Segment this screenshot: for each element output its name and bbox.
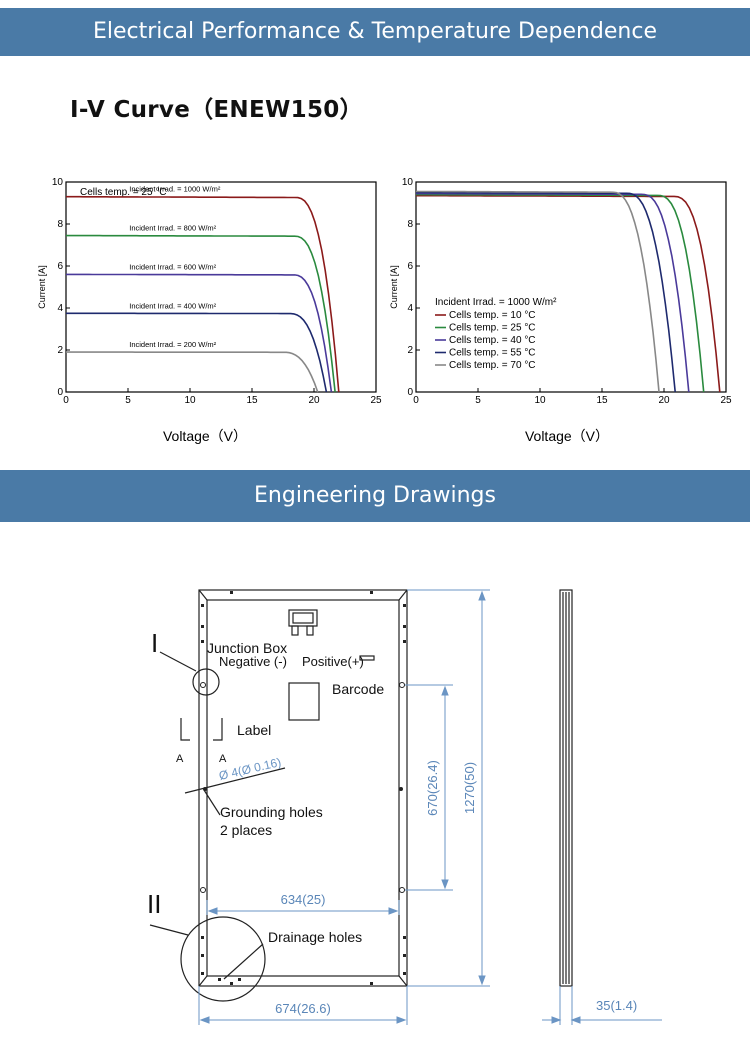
chart1-frame (65, 181, 377, 393)
chart1-xlabel: Voltage（V） (163, 428, 247, 444)
x-tick-label: 15 (246, 395, 258, 406)
series-line (66, 234, 336, 393)
x-tick-label: 20 (308, 395, 320, 406)
chart2-frame (415, 181, 727, 393)
performance-banner: Electrical Performance & Temperature Dep… (0, 8, 750, 56)
legend-entry: Cells temp. = 70 °C (449, 360, 536, 371)
legend-entry: Cells temp. = 55 °C (449, 348, 536, 359)
junction-box-label: Junction Box (207, 640, 287, 656)
iv-curve-title: I-V Curve（ENEW150） (70, 97, 363, 123)
section-a-right: A (219, 753, 227, 765)
grounding-label-1: Grounding holes (220, 804, 323, 820)
drainage-label: Drainage holes (268, 929, 362, 945)
y-tick-label: 6 (57, 261, 63, 272)
legend-entry: Cells temp. = 10 °C (449, 310, 536, 321)
chart2-ylabel: Current [A] (389, 265, 399, 309)
temperature-iv-chart: Current [A] Voltage（V） Incident Irrad. =… (389, 177, 732, 444)
panel-outer-frame (198, 589, 408, 987)
series-line (66, 195, 340, 393)
hole-dimension: Ø 4(Ø 0.16) (218, 755, 283, 783)
y-tick-label: 8 (407, 219, 413, 230)
chart1-ylabel: Current [A] (37, 265, 47, 309)
series-line (416, 193, 705, 393)
series-line (416, 194, 721, 393)
x-tick-label: 5 (125, 395, 131, 406)
detail-circle-2 (180, 916, 266, 1002)
series-line (66, 273, 333, 393)
drawings-banner-title: Engineering Drawings (254, 483, 496, 508)
mount-hole (399, 682, 405, 688)
chart2-xlabel: Voltage（V） (525, 428, 609, 444)
y-tick-label: 6 (407, 261, 413, 272)
dim-length: 1270(50) (462, 762, 477, 814)
y-tick-label: 0 (57, 387, 63, 398)
grounding-label-2: 2 places (220, 822, 272, 838)
section-a-left: A (176, 753, 184, 765)
series-label: Incident Irrad. = 200 W/m² (129, 340, 216, 349)
positive-label: Positive(+) (302, 654, 364, 669)
barcode-label: Barcode (332, 681, 384, 697)
chart2-legend-title: Incident Irrad. = 1000 W/m² (435, 297, 557, 308)
y-tick-label: 0 (407, 387, 413, 398)
irradiance-iv-chart: Cells temp. = 25 °C Current [A] Voltage（… (37, 177, 382, 444)
junction-box-icon (288, 609, 318, 636)
series-line (415, 190, 660, 393)
detail-1-label: I (151, 628, 158, 658)
dim-outer-width: 674(26.6) (275, 1001, 331, 1016)
performance-banner-title: Electrical Performance & Temperature Dep… (92, 19, 657, 44)
label-box (288, 682, 320, 721)
y-tick-label: 8 (57, 219, 63, 230)
dim-inner-width: 634(25) (281, 892, 326, 907)
x-tick-label: 25 (720, 395, 732, 406)
legend-entry: Cells temp. = 25 °C (449, 323, 536, 334)
legend-entry: Cells temp. = 40 °C (449, 335, 536, 346)
y-tick-label: 2 (57, 345, 63, 356)
barcode-icon (359, 655, 375, 661)
dim-mount-spacing: 670(26.4) (425, 760, 440, 816)
series-line (416, 191, 676, 393)
dim-thickness: 35(1.4) (596, 998, 637, 1013)
y-tick-label: 2 (407, 345, 413, 356)
x-tick-label: 10 (534, 395, 546, 406)
x-tick-label: 20 (658, 395, 670, 406)
x-tick-label: 25 (370, 395, 382, 406)
y-tick-label: 10 (52, 177, 64, 188)
panel-side-view (559, 589, 573, 987)
mount-hole (200, 887, 206, 893)
series-line (66, 351, 319, 393)
series-line (66, 312, 328, 393)
mount-hole (399, 887, 405, 893)
detail-2-label: II (147, 889, 161, 919)
series-label: Incident Irrad. = 400 W/m² (129, 301, 216, 310)
x-tick-label: 15 (596, 395, 608, 406)
drawings-banner: Engineering Drawings (0, 470, 750, 522)
detail-circle-1 (192, 668, 220, 696)
grounding-hole (203, 787, 207, 791)
x-tick-label: 0 (63, 395, 69, 406)
y-tick-label: 4 (407, 303, 413, 314)
x-tick-label: 0 (413, 395, 419, 406)
series-label: Incident Irrad. = 800 W/m² (129, 224, 216, 233)
series-label: Incident Irrad. = 600 W/m² (129, 262, 216, 271)
label-label: Label (237, 722, 271, 738)
mount-hole (200, 682, 206, 688)
series-label: Incident Irrad. = 1000 W/m² (129, 185, 221, 194)
chart1-annotation: Cells temp. = 25 °C (80, 187, 167, 198)
y-tick-label: 4 (57, 303, 63, 314)
x-tick-label: 5 (475, 395, 481, 406)
series-line (416, 192, 690, 393)
x-tick-label: 10 (184, 395, 196, 406)
negative-label: Negative (-) (219, 654, 287, 669)
y-tick-label: 10 (402, 177, 414, 188)
